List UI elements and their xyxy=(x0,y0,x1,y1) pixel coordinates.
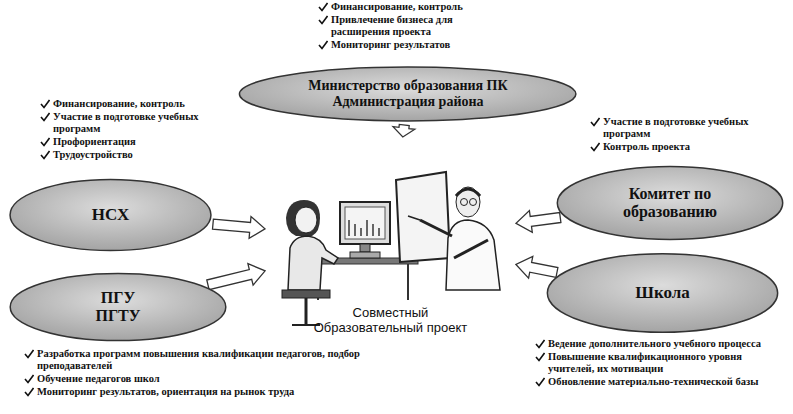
check-mark xyxy=(590,142,600,152)
check-mark xyxy=(40,150,50,160)
bullet-text: Повышение квалификационного уровня учите… xyxy=(548,351,742,374)
bullet-item: Финансирование, контроль xyxy=(40,98,210,110)
bullet-item: Финансирование, контроль xyxy=(318,1,488,13)
bullet-text: Финансирование, контроль xyxy=(331,1,463,12)
participant-ellipse: ПГУ ПГТУ xyxy=(8,272,228,342)
bullet-item: Привлечение бизнеса для расширения проек… xyxy=(318,14,488,38)
bullet-item: Профориентация xyxy=(40,136,210,148)
hollow-arrow xyxy=(207,264,265,290)
bullet-text: Мониторинг результатов xyxy=(331,39,450,50)
bullet-text: Участие в подготовке учебных программ xyxy=(53,111,199,134)
participant-ellipse: НСХ xyxy=(8,178,213,252)
hollow-arrow xyxy=(213,217,266,239)
bullet-text: Разработка программ повышения квалификац… xyxy=(37,348,360,371)
check-mark xyxy=(318,40,328,50)
bullet-item: Трудоустройство xyxy=(40,149,210,161)
bullet-text: Контроль проекта xyxy=(603,141,690,152)
bullet-item: Участие в подготовке учебных программ xyxy=(40,111,210,135)
check-mark xyxy=(535,377,545,387)
bullet-text: Ведение дополнительного учебного процесс… xyxy=(548,338,761,349)
check-mark xyxy=(24,387,34,397)
hollow-arrow xyxy=(516,211,561,233)
bullet-text: Профориентация xyxy=(53,136,136,147)
bullet-item: Обучение педагогов школ xyxy=(24,373,364,385)
bullet-text: Трудоустройство xyxy=(53,149,133,160)
bullet-item: Контроль проекта xyxy=(590,141,760,153)
node-label: Школа xyxy=(635,283,690,303)
participant-ellipse: Комитет по образованию xyxy=(555,165,785,241)
node-label: Совместный Образовательный проект xyxy=(303,306,478,336)
node-label: НСХ xyxy=(92,205,129,225)
check-mark xyxy=(535,352,545,362)
participant-ellipse: Школа xyxy=(545,252,780,334)
bullet-item: Мониторинг результатов, ориентация на ры… xyxy=(24,386,364,398)
project-node: Совместный Образовательный проект xyxy=(268,140,513,340)
bullet-item: Разработка программ повышения квалификац… xyxy=(24,348,364,372)
hollow-arrow xyxy=(516,257,558,279)
check-mark xyxy=(40,99,50,109)
node-label: Министерство образования ПК Администраци… xyxy=(288,78,528,110)
bullet-text: Мониторинг результатов, ориентация на ры… xyxy=(37,386,294,397)
check-mark xyxy=(318,15,328,25)
check-mark xyxy=(535,339,545,349)
participant-ellipse: Министерство образования ПК Администраци… xyxy=(236,66,579,122)
node-label: Комитет по образованию xyxy=(595,185,745,222)
bullet-item: Мониторинг результатов xyxy=(318,39,488,51)
bullet-text: Обучение педагогов школ xyxy=(37,373,160,384)
bullet-item: Повышение квалификационного уровня учите… xyxy=(535,351,787,375)
hollow-arrow xyxy=(393,124,415,137)
bullet-item: Участие в подготовке учебных программ xyxy=(590,116,760,140)
bullet-text: Обновление материально-технической базы xyxy=(548,376,758,387)
bullet-text: Привлечение бизнеса для расширения проек… xyxy=(331,14,453,37)
bullet-item: Ведение дополнительного учебного процесс… xyxy=(535,338,787,350)
bullet-text: Участие в подготовке учебных программ xyxy=(603,116,749,139)
check-mark xyxy=(318,2,328,12)
check-mark xyxy=(24,349,34,359)
check-mark xyxy=(590,117,600,127)
check-mark xyxy=(40,137,50,147)
bullet-item: Обновление материально-технической базы xyxy=(535,376,787,388)
node-label: ПГУ ПГТУ xyxy=(88,289,148,326)
bullet-text: Финансирование, контроль xyxy=(53,98,185,109)
check-mark xyxy=(24,374,34,384)
check-mark xyxy=(40,112,50,122)
